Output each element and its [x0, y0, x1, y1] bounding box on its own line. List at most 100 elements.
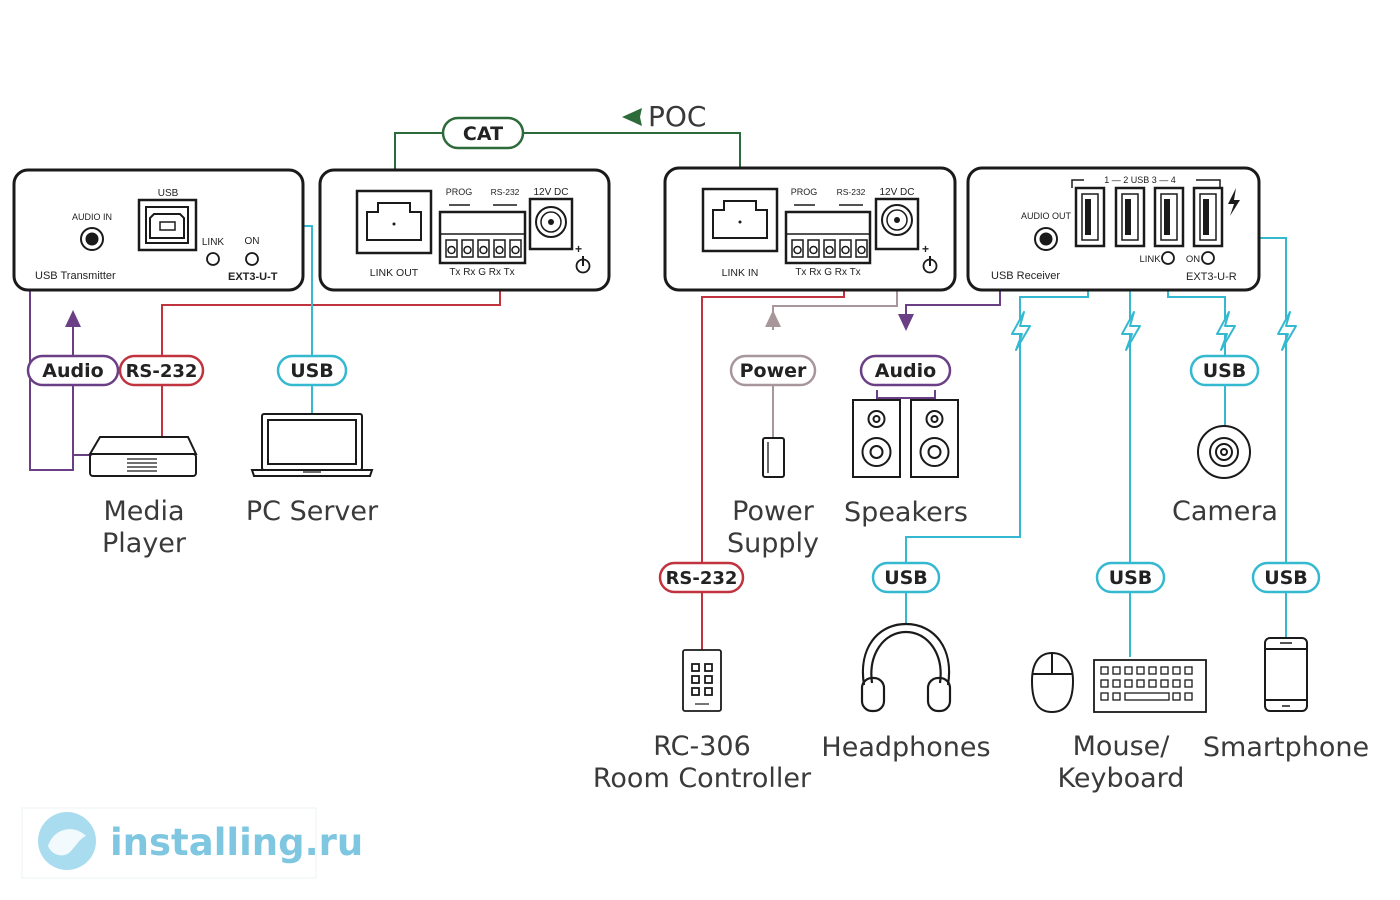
watermark-text: installing.ru	[110, 821, 363, 864]
media-player-label-1: Media	[103, 496, 184, 527]
svg-text:Power: Power	[740, 360, 807, 382]
cat-label: CAT	[463, 123, 503, 145]
room-controller-label-1: RC-306	[653, 731, 751, 762]
receiver-name: USB Receiver	[991, 270, 1060, 282]
lightning-icon	[1216, 311, 1236, 351]
svg-text:Audio: Audio	[875, 360, 936, 382]
svg-text:RS-232: RS-232	[666, 568, 738, 589]
watermark: installing.ru	[21, 807, 363, 879]
rj45-port-icon	[355, 189, 433, 255]
keyboard-icon	[1093, 659, 1207, 713]
mouse-icon	[1030, 651, 1075, 714]
prog-label: PROG	[446, 187, 473, 197]
speakers-label: Speakers	[844, 497, 968, 528]
power-arrow-icon	[765, 310, 781, 327]
on-led-icon	[245, 252, 259, 266]
smartphone-label: Smartphone	[1203, 732, 1369, 763]
pill-usb-camera: USB	[1189, 354, 1260, 387]
headphones-icon	[860, 622, 952, 713]
pin-labels: Tx Rx G Rx Tx	[795, 267, 860, 278]
pill-audio-tx: Audio	[26, 354, 120, 387]
power-supply-icon	[762, 437, 785, 478]
smartphone-icon	[1264, 637, 1308, 712]
transmitter-name: USB Transmitter	[35, 270, 116, 282]
link-in-label: LINK IN	[722, 267, 759, 279]
usb-label: USB	[158, 188, 179, 199]
power-supply-label-1: Power	[732, 496, 815, 527]
laptop-icon	[250, 413, 374, 477]
receiver-rear-panel: LINK IN PROG RS-232 Tx Rx G Rx Tx 12V DC	[663, 166, 957, 292]
poc-label: POC	[648, 100, 706, 133]
usb-a-port-icon	[1114, 186, 1146, 248]
link-led-icon	[206, 252, 220, 266]
pc-server-label: PC Server	[246, 496, 379, 527]
receiver-front-panel: AUDIO OUT USB Receiver 1 — 2 USB 3 — 4	[966, 166, 1261, 292]
cat-pill: CAT	[441, 116, 525, 150]
transmitter-model: EXT3-U-T	[228, 271, 278, 283]
dc-jack-icon	[874, 197, 920, 251]
audio-in-arrow-icon	[65, 310, 81, 327]
on-led-label: ON	[1186, 254, 1200, 265]
on-led-icon	[1201, 251, 1215, 265]
rs232-port-label: RS-232	[491, 187, 520, 197]
room-controller-label-2: Room Controller	[593, 763, 812, 794]
cat-cable	[394, 132, 741, 196]
prog-label: PROG	[791, 187, 818, 197]
speakers-icon	[852, 399, 959, 478]
speaker-icon	[852, 399, 901, 478]
pill-usb-pc: USB	[276, 354, 348, 387]
link-led-icon	[1161, 251, 1175, 265]
transmitter-front-panel: AUDIO IN USB LINK ON USB Transmitter EXT…	[12, 168, 305, 292]
lightning-icon	[1277, 311, 1297, 351]
audio-in-label: AUDIO IN	[72, 212, 112, 222]
svg-text:+: +	[575, 242, 582, 256]
usb-a-port-icon	[1192, 186, 1224, 248]
pill-power: Power	[729, 354, 817, 387]
lightning-icon	[1011, 311, 1031, 351]
receiver-model: EXT3-U-R	[1186, 271, 1237, 283]
svg-text:USB: USB	[1109, 567, 1153, 589]
usb-a-ports	[1074, 186, 1224, 248]
terminal-block-icon	[438, 210, 527, 265]
media-player-icon	[88, 436, 198, 477]
svg-text:USB: USB	[884, 567, 928, 589]
ground-screw-icon: +	[575, 242, 591, 274]
pill-audio-rx: Audio	[859, 354, 952, 387]
usb-a-port-icon	[1074, 186, 1106, 248]
pill-usb-keyboard: USB	[1095, 561, 1166, 594]
transmitter-rear-panel: LINK OUT PROG RS-232 Tx Rx G Rx Tx 12V D…	[318, 168, 611, 292]
dc-label: 12V DC	[533, 187, 568, 198]
pill-rs232-rx: RS-232	[658, 561, 745, 594]
pill-usb-phone: USB	[1251, 561, 1321, 594]
poc-arrow-icon	[622, 108, 642, 126]
svg-text:USB: USB	[290, 360, 334, 382]
watermark-logo-icon	[38, 812, 96, 870]
dc-label: 12V DC	[879, 187, 914, 198]
rj45-port-icon	[701, 187, 779, 253]
svg-text:Audio: Audio	[42, 360, 103, 382]
pin-labels: Tx Rx G Rx Tx	[449, 267, 514, 278]
svg-text:+: +	[922, 242, 929, 256]
audio-out-arrow-icon	[898, 314, 914, 331]
rs232-tx-cable	[161, 268, 501, 437]
pill-rs232-tx: RS-232	[118, 354, 205, 387]
usb-a-port-icon	[1153, 186, 1185, 248]
lightning-icon	[1121, 311, 1141, 351]
link-led-label: LINK	[202, 237, 225, 248]
media-player-label-2: Player	[102, 528, 187, 559]
camera-icon	[1197, 425, 1251, 479]
svg-text:USB: USB	[1264, 567, 1308, 589]
camera-label: Camera	[1172, 496, 1278, 527]
fast-charge-lightning-icon	[1228, 188, 1240, 216]
rs232-port-label: RS-232	[837, 187, 866, 197]
terminal-block-icon	[784, 210, 872, 265]
svg-text:USB: USB	[1203, 360, 1247, 382]
mouse-keyboard-label-2: Keyboard	[1058, 763, 1185, 794]
audio-jack-icon	[1034, 227, 1058, 251]
ground-screw-icon: +	[922, 242, 938, 274]
svg-text:RS-232: RS-232	[126, 361, 198, 382]
lightning-icons	[1011, 311, 1297, 351]
link-led-label: LINK	[1139, 254, 1161, 265]
headphones-label: Headphones	[821, 732, 990, 763]
